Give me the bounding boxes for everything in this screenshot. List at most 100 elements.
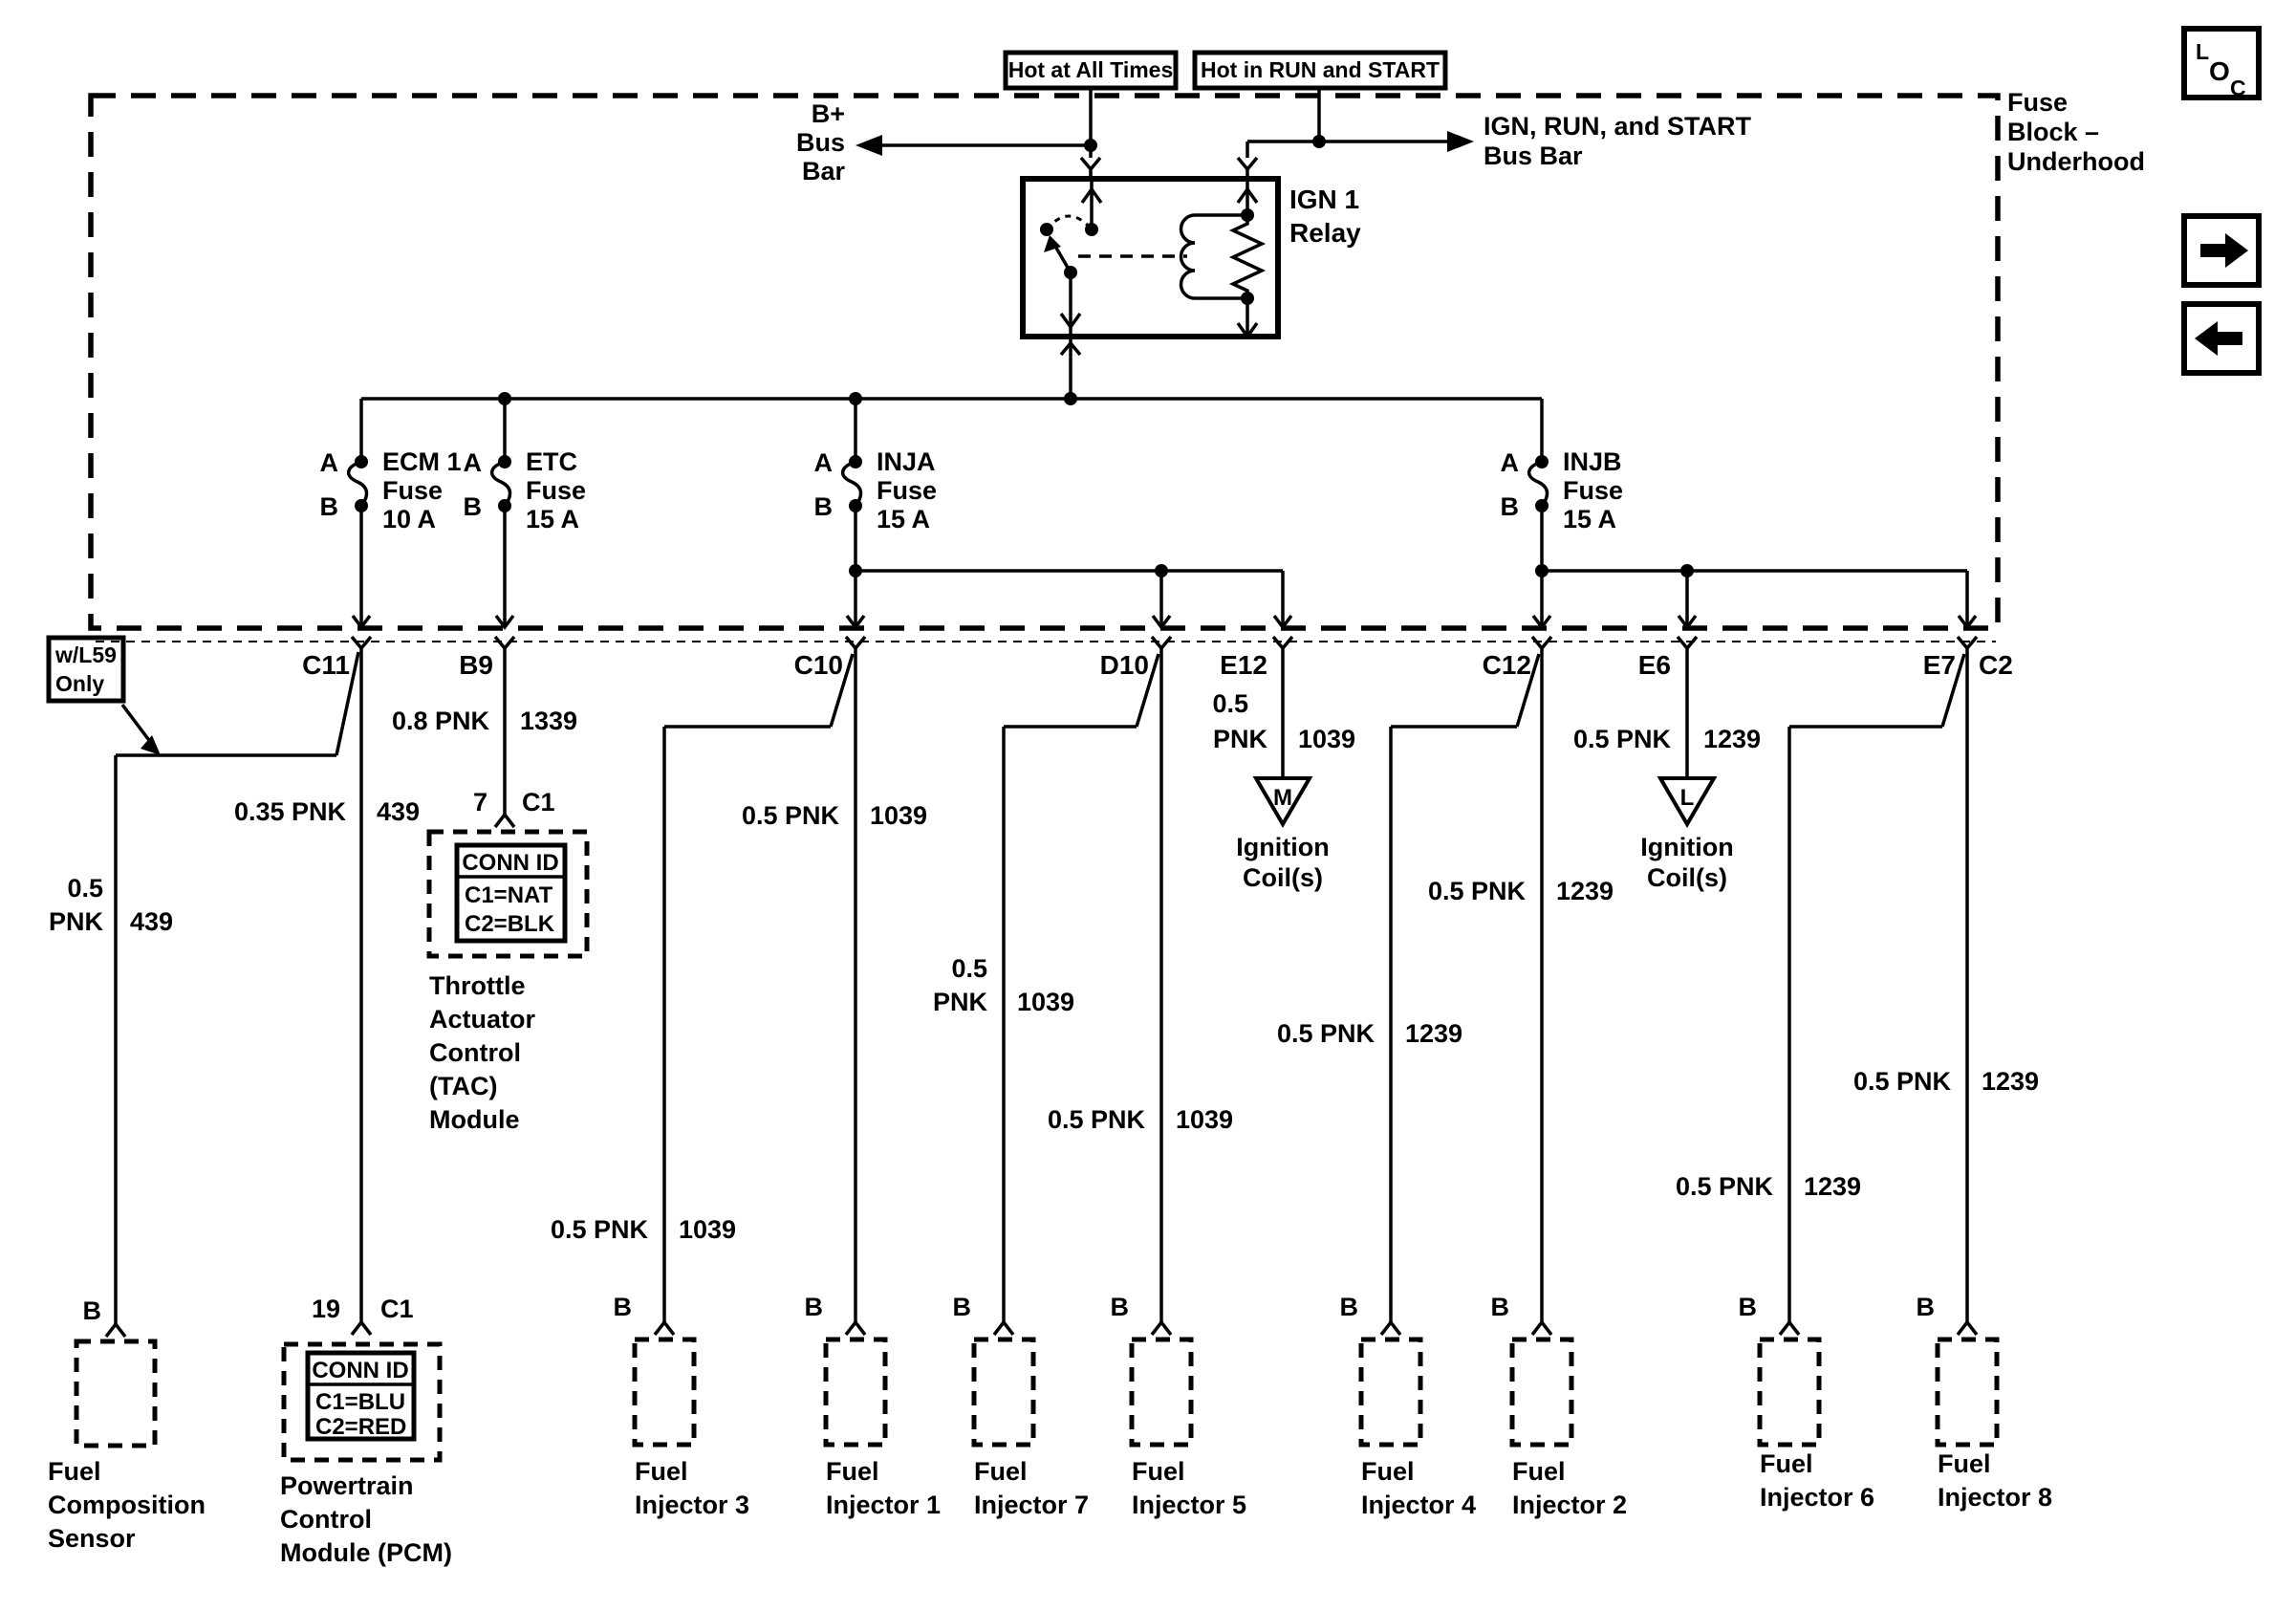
prev-page-button[interactable]: [2181, 301, 2262, 376]
tac-connid-row1: C1=NAT: [465, 882, 553, 908]
pin-label-c10: C10: [794, 650, 843, 680]
fuse-feed-wires: [359, 399, 1544, 462]
inj3-label-1: Fuel: [635, 1457, 688, 1486]
wire-inj4-circuit-label: 1239: [1405, 1019, 1462, 1048]
inj1-connector: [844, 1319, 867, 1337]
wire-inj6-circuit-label: 1239: [1804, 1172, 1861, 1201]
wire-inj2-size-label: 0.5 PNK: [1428, 877, 1527, 905]
pcm-label-2: Control: [280, 1505, 372, 1534]
fuse-injb-element: [1527, 460, 1549, 508]
inj3-label-2: Injector 3: [635, 1491, 749, 1519]
inj4-outline: [1358, 1337, 1423, 1448]
wire-e12-size-label-1: 0.5: [1212, 689, 1248, 718]
bplus-label-3: Bar: [802, 157, 846, 185]
fuse-ecm1-rating: 10 A: [382, 505, 436, 533]
pcm-connector: [350, 1319, 373, 1337]
coil-m-symbol: M: [1273, 785, 1292, 811]
fcs-pin-label: B: [83, 1296, 102, 1325]
fuel-injector-1: B Fuel Injector 1: [805, 1293, 942, 1519]
pin-label-c11: C11: [302, 650, 350, 680]
wire-inj7-size-label-2: PNK: [933, 988, 988, 1016]
inj5-connector: [1150, 1319, 1173, 1337]
wl59-note-line1: w/L59: [54, 642, 117, 667]
fcs-label-3: Sensor: [48, 1524, 136, 1553]
injb-rail-junction-1: [1535, 564, 1549, 577]
fuse-block-outline: [88, 93, 2001, 631]
inj2-pin-label: B: [1491, 1293, 1510, 1321]
fuse-injb-rating: 15 A: [1563, 505, 1616, 533]
fuse-ecm1: A B ECM 1 Fuse 10 A: [320, 447, 462, 533]
wl59-pointer-arrow-icon: [141, 735, 161, 755]
wire-fcs-size-label-2: PNK: [49, 907, 104, 936]
relay-switch-travel-arc: [1045, 214, 1094, 230]
relay-coil-pin-up-arrow: [1236, 185, 1259, 205]
pcm-outline: [281, 1341, 443, 1463]
wire-inj1-circuit-label: 1039: [870, 801, 927, 830]
inj7-outline: [971, 1337, 1036, 1448]
relay-resistor-symbol: [1228, 215, 1267, 298]
injb-rail-junction-2: [1680, 564, 1694, 577]
tac-connid-title: CONN ID: [462, 850, 558, 876]
injb-branch-rail: [1542, 569, 1969, 627]
fuse-block-label-2: Block –: [2007, 118, 2099, 146]
wire-e6-circuit-label: 1239: [1703, 725, 1761, 753]
inj7-pin-label: B: [953, 1293, 972, 1321]
bplus-junction: [1084, 139, 1097, 152]
fcs-outline: [74, 1339, 158, 1448]
fuse-etc-rating: 15 A: [526, 505, 579, 533]
ign-bus-wire: [1247, 88, 1447, 143]
tac-label-3: Control: [429, 1038, 521, 1067]
inj3-outline: [632, 1337, 697, 1448]
loc-button-frame: [2181, 26, 2262, 100]
ign-bus-label-1: IGN, RUN, and START: [1484, 112, 1752, 141]
fuse-inja-a-label: A: [814, 448, 834, 477]
wl59-note-line2: Only: [55, 671, 104, 696]
fuse-injb-word-fuse: Fuse: [1563, 476, 1623, 505]
tac-label-5: Module: [429, 1105, 520, 1134]
fuse-block-label: Fuse Block – Underhood: [2007, 88, 2145, 176]
fuse-inja-element: [841, 460, 863, 508]
inj5-pin-label: B: [1111, 1293, 1130, 1321]
loc-button[interactable]: L O C: [2181, 26, 2262, 100]
pcm-conn-label: C1: [380, 1295, 414, 1323]
next-page-frame: [2181, 213, 2262, 288]
tac-pin-label: 7: [473, 788, 487, 816]
fuse-ecm1-word-fuse: Fuse: [382, 476, 443, 505]
fuse-inja: A B INJA Fuse 15 A: [814, 447, 938, 533]
inj6-label-2: Injector 6: [1760, 1483, 1874, 1512]
pin-label-c2: C2: [1979, 650, 2013, 680]
wire-inj7-circuit-label: 1039: [1017, 988, 1074, 1016]
pin-label-e12: E12: [1220, 650, 1267, 680]
wire-inj1-size-label: 0.5 PNK: [742, 801, 840, 830]
wl59-note-frame: [46, 635, 126, 704]
fuse-ecm1-element: [347, 460, 369, 508]
inja-rail-junction-2: [1155, 564, 1168, 577]
fuse-output-wires: [359, 506, 1544, 627]
wire-1239-inj6-branch: [1787, 653, 1966, 1322]
wire-fcs-size-label-1: 0.5: [67, 874, 103, 903]
pcm-connid-row2: C2=RED: [315, 1414, 406, 1440]
fcs-label-1: Fuel: [48, 1457, 101, 1486]
tac-connid-row2: C2=BLK: [465, 911, 555, 937]
fuse-etc-name: ETC: [526, 447, 577, 476]
coil-m-label-2: Coil(s): [1243, 863, 1323, 892]
inj8-label-2: Injector 8: [1938, 1483, 2052, 1512]
loc-letter-o: O: [2209, 56, 2230, 86]
fuse-ecm1-b-label: B: [320, 492, 339, 521]
wire-inj2-circuit-label: 1239: [1556, 877, 1614, 905]
inj6-connector: [1778, 1319, 1801, 1337]
fuse-injb-a-label: A: [1501, 448, 1520, 477]
inj1-outline: [823, 1337, 888, 1448]
tac-connector: [493, 812, 516, 829]
relay-coil-connect-wires: [1195, 213, 1247, 300]
pin-label-d10: D10: [1100, 650, 1149, 680]
coil-l-symbol: L: [1680, 785, 1695, 811]
pin-label-c12: C12: [1483, 650, 1531, 680]
wl59-pointer-line: [120, 703, 153, 745]
fuse-block-exit-connectors: [350, 614, 1979, 651]
inj1-pin-label: B: [805, 1293, 824, 1321]
inj5-label-1: Fuel: [1132, 1457, 1185, 1486]
ign-bus-junction: [1312, 135, 1326, 148]
next-page-button[interactable]: [2181, 213, 2262, 288]
inj6-outline: [1757, 1337, 1822, 1448]
